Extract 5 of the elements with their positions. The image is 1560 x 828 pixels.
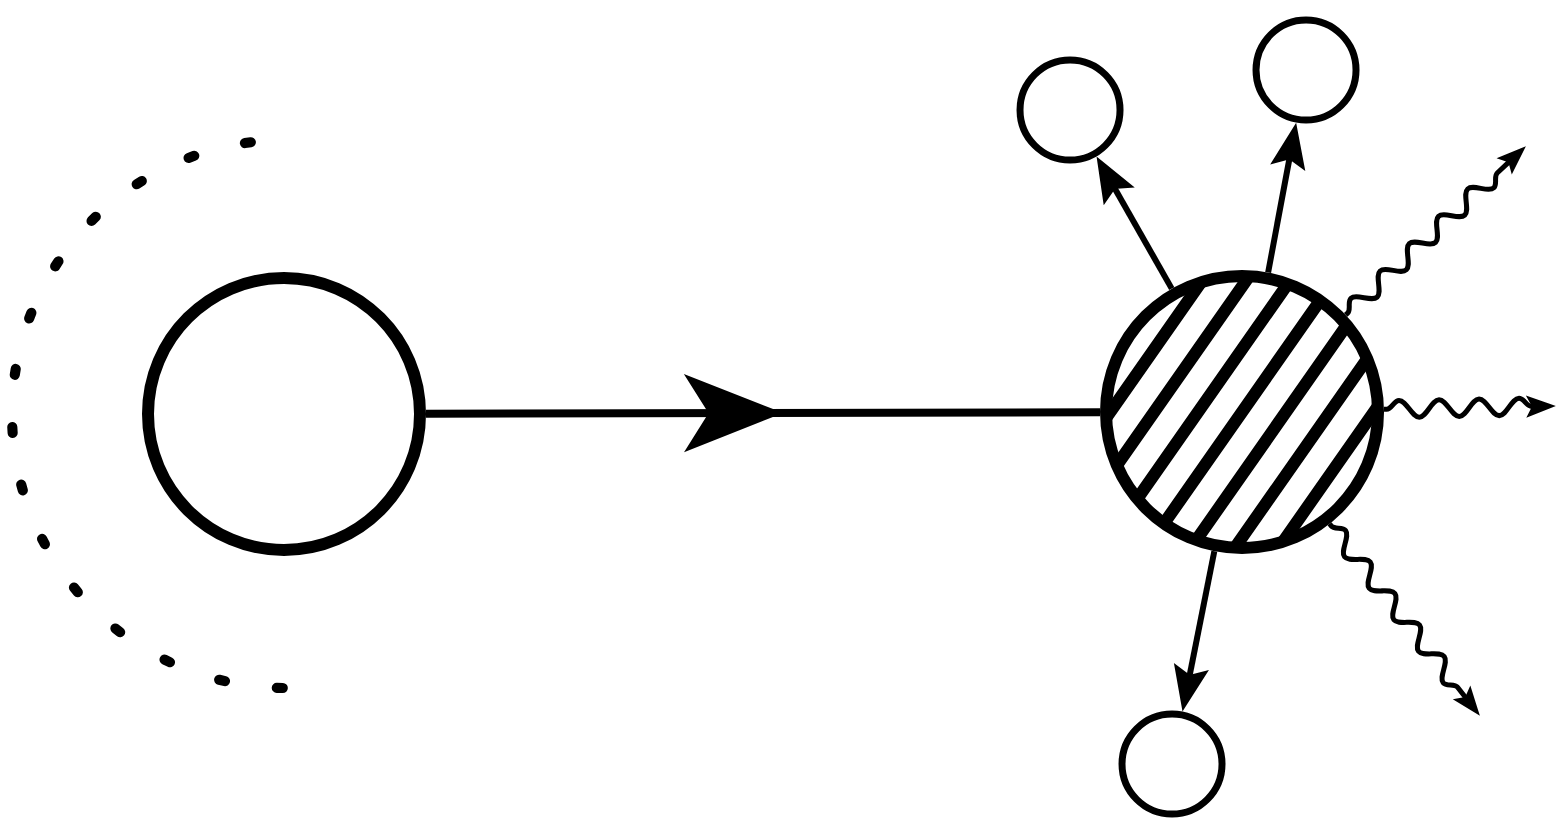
small-circle (1118, 710, 1226, 818)
hatched-circle (1100, 270, 1384, 554)
small-circle (1016, 56, 1124, 164)
small-circle (1252, 16, 1360, 124)
circle (142, 272, 426, 556)
